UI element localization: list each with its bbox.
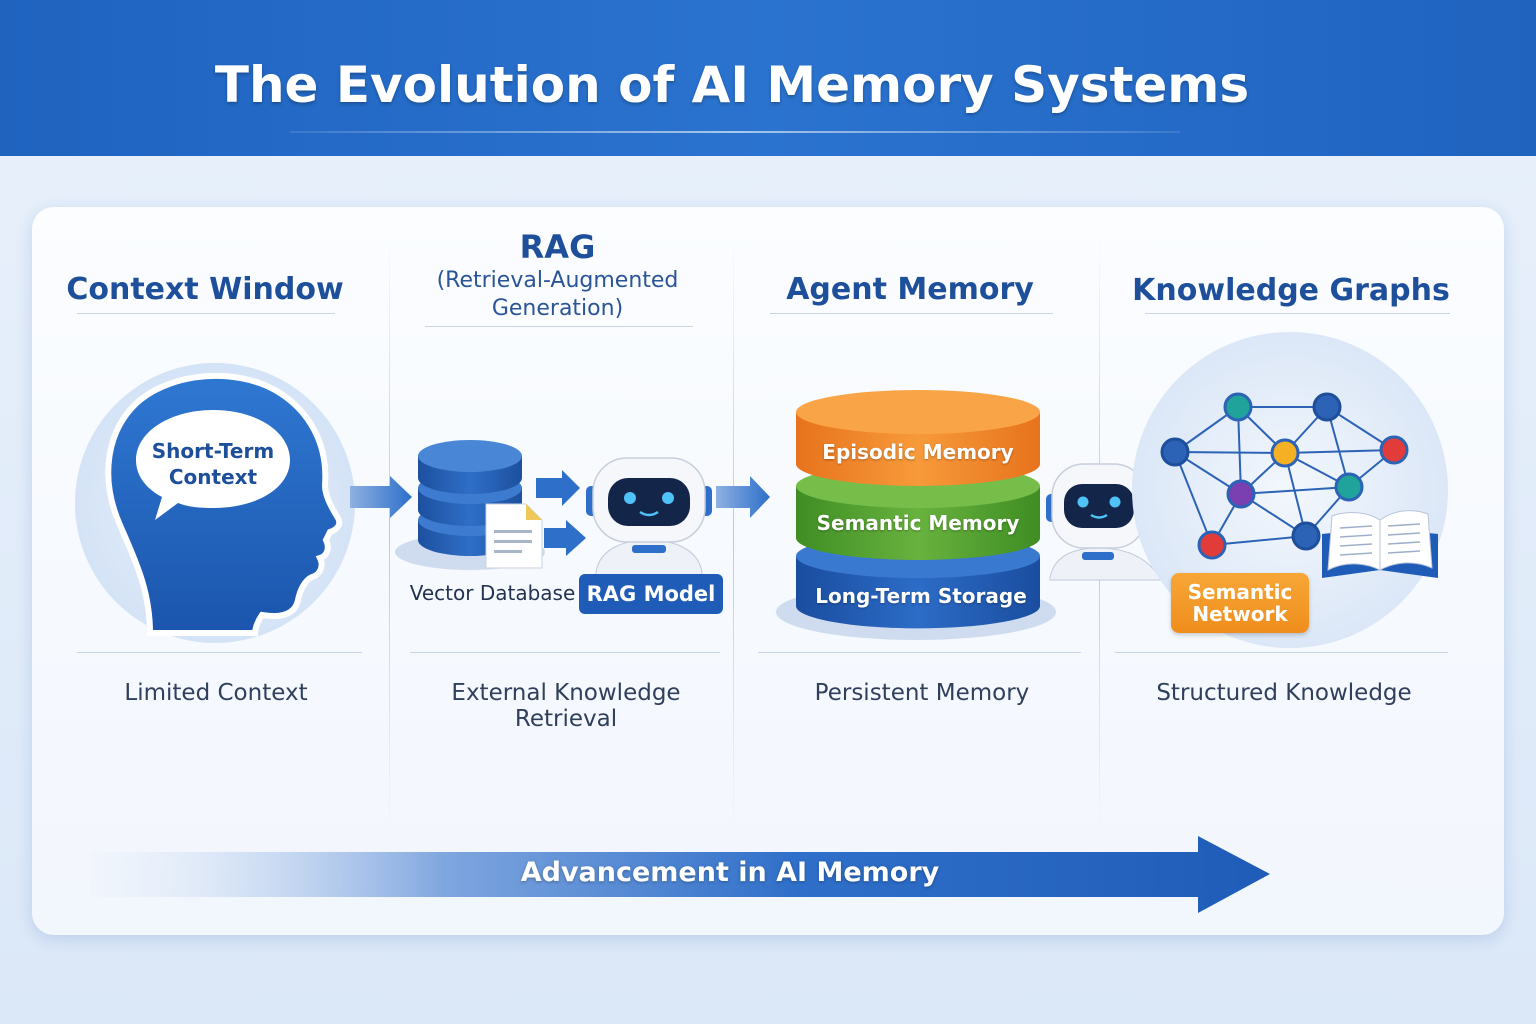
document-icon: [485, 503, 543, 569]
flow-arrow-db-bottom: [544, 520, 586, 556]
advancement-label: Advancement in AI Memory: [520, 857, 940, 888]
caption-persistent-memory: Persistent Memory: [814, 680, 1030, 706]
title-underline: [290, 131, 1180, 133]
rag-model-label: RAG Model: [579, 574, 723, 614]
memory-stack-icon: [776, 390, 1056, 640]
semantic-memory-label: Semantic Memory: [816, 511, 1020, 535]
column-title-agent-memory: Agent Memory: [786, 272, 1034, 307]
header-banner: [0, 0, 1536, 156]
caption-limited-context: Limited Context: [124, 680, 308, 706]
graph-network-icon: [1132, 332, 1448, 648]
long-term-storage-label: Long-Term Storage: [815, 584, 1027, 608]
caption-external-knowledge-retrieval: External Knowledge Retrieval: [451, 680, 681, 732]
flow-arrow-1: [350, 476, 412, 518]
bubble-line-2: Context: [168, 465, 258, 489]
speech-bubble: [136, 410, 290, 520]
column-title-rule-2: [425, 326, 693, 327]
advancement-arrow: [90, 836, 1270, 913]
column-title-rule-3: [770, 313, 1053, 314]
flow-arrow-2: [716, 476, 770, 518]
column-title-rule-4: [1145, 313, 1450, 314]
robot-icon: [586, 457, 712, 583]
column-title-rag: RAG: [519, 228, 596, 266]
column-title-knowledge-graphs: Knowledge Graphs: [1132, 273, 1450, 308]
episodic-memory-label: Episodic Memory: [822, 440, 1014, 464]
semantic-network-line-2: Network: [1192, 602, 1288, 626]
flow-arrow-db-top: [536, 470, 580, 506]
caption-rule-3: [758, 652, 1081, 653]
column-title-context-window: Context Window: [66, 272, 344, 307]
caption-rule-4: [1115, 652, 1448, 653]
open-book-icon: [1322, 510, 1438, 578]
column-divider-2: [733, 232, 734, 832]
column-divider-1: [389, 232, 390, 832]
column-title-rule-1: [77, 313, 335, 314]
rag-subtitle-line-2: Generation): [491, 296, 624, 321]
head-silhouette-icon: [75, 363, 355, 643]
semantic-network-label: Semantic Network: [1171, 573, 1309, 633]
caption-structured-knowledge: Structured Knowledge: [1156, 680, 1412, 706]
caption-rule-1: [77, 652, 362, 653]
rag-subtitle-line-1: (Retrieval-Augmented: [436, 268, 679, 293]
page-title: The Evolution of AI Memory Systems: [214, 56, 1250, 114]
caption-rule-2: [410, 652, 720, 653]
semantic-network-line-1: Semantic: [1187, 580, 1293, 604]
bubble-line-1: Short-Term: [151, 439, 275, 463]
vector-database-label: Vector Database: [409, 581, 576, 605]
